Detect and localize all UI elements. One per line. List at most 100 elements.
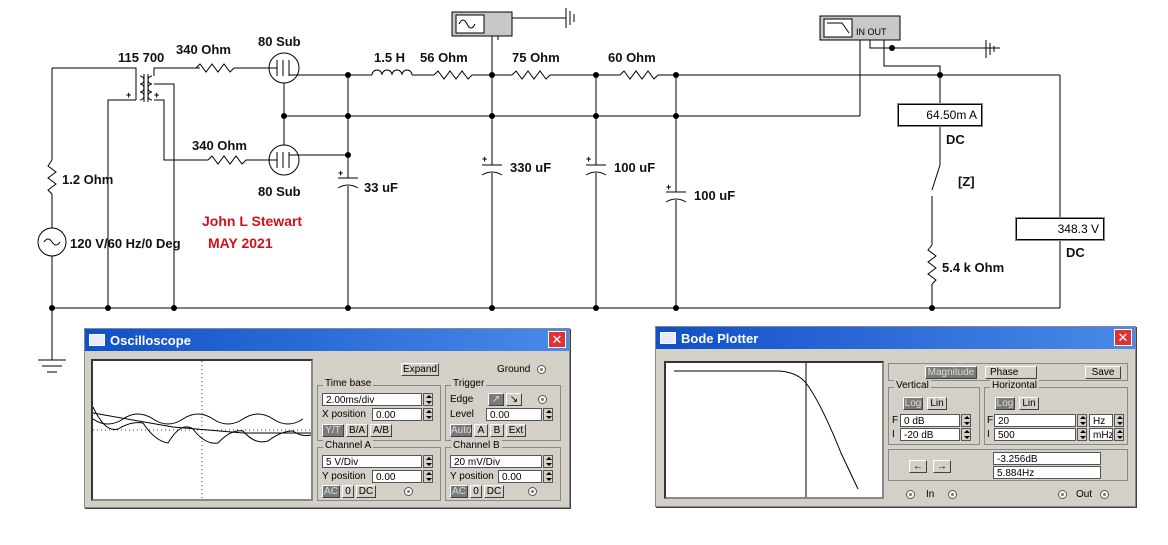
channel-a-label: Channel A [323,440,374,451]
vertical-final-field[interactable]: 0 dB [900,414,960,427]
vertical-group: Vertical Log Lin F 0 dB I -20 dB [888,380,980,445]
trigger-auto-button[interactable]: Auto [450,424,472,437]
timebase-field[interactable]: 2.00ms/div [322,393,422,406]
magnitude-button[interactable]: Magnitude [925,366,977,379]
horizontal-log-button[interactable]: Log [995,397,1015,410]
bode-plotter-window: Bode Plotter ✕ Magnitude Phase Save Vert… [655,326,1136,507]
channel-b-group: Channel B 20 mV/Div Y position 0.00 AC 0… [445,440,561,501]
cap-100a-label: 100 uF [614,160,655,175]
horizontal-initial-unit-spinner[interactable] [1114,428,1124,441]
channel-a-terminal[interactable] [404,487,413,496]
trigger-a-button[interactable]: A [474,424,488,437]
mode-ba-button[interactable]: B/A [346,424,368,437]
channel-b-zero-button[interactable]: 0 [470,485,482,498]
channel-b-scale-field[interactable]: 20 mV/Div [450,455,542,468]
channel-b-scale-spinner[interactable] [543,455,553,468]
horizontal-label: Horizontal [990,380,1040,391]
ammeter-display[interactable]: 64.50m A [898,104,982,126]
trigger-b-button[interactable]: B [490,424,504,437]
horizontal-final-unit-spinner[interactable] [1114,414,1124,427]
channel-b-ypos-spinner[interactable] [543,470,553,483]
timebase-label: Time base [323,378,374,389]
vertical-final-label: F [892,415,899,426]
source-label: 120 V/60 Hz/0 Deg [70,236,181,251]
cursor-left-button[interactable]: ← [909,460,927,473]
horizontal-initial-unit[interactable]: mHz [1089,428,1113,441]
level-field[interactable]: 0.00 [486,408,542,421]
channel-a-ypos-spinner[interactable] [423,470,433,483]
timebase-group: Time base 2.00ms/div X position 0.00 Y/T… [317,378,441,441]
save-button[interactable]: Save [1085,366,1121,379]
trigger-group: Trigger Edge ↗ ↘ Level 0.00 Auto A B Ext [445,378,561,441]
horizontal-final-spinner[interactable] [1077,414,1087,427]
mode-yt-button[interactable]: Y/T [322,424,344,437]
svg-text:+: + [586,154,591,164]
channel-a-scale-field[interactable]: 5 V/Div [322,455,422,468]
edge-rising-button[interactable]: ↗ [488,393,504,406]
vertical-final-spinner[interactable] [961,414,971,427]
readout-hz: 5.884Hz [993,466,1101,479]
horizontal-final-field[interactable]: 20 [994,414,1076,427]
resistor-75-label: 75 Ohm [512,50,560,65]
xpos-spinner[interactable] [423,408,433,421]
readout-group: ← → -3.256dB 5.884Hz [888,449,1128,481]
edge-label: Edge [450,394,474,405]
vertical-initial-spinner[interactable] [961,428,971,441]
tube-bottom-label: 80 Sub [258,184,301,199]
vertical-initial-field[interactable]: -20 dB [900,428,960,441]
voltmeter-display[interactable]: 348.3 V [1016,218,1104,240]
horizontal-final-unit[interactable]: Hz [1089,414,1113,427]
window-icon [89,334,105,346]
in-terminal-minus[interactable] [906,490,915,499]
level-label: Level [450,409,474,420]
scope-screen [91,359,313,501]
channel-a-ac-button[interactable]: AC [322,485,340,498]
window-icon [660,332,676,344]
horizontal-initial-field[interactable]: 500 [994,428,1076,441]
timebase-spinner[interactable] [423,393,433,406]
channel-a-zero-button[interactable]: 0 [342,485,354,498]
cursor-right-button[interactable]: → [933,460,951,473]
trigger-ext-button[interactable]: Ext [506,424,526,437]
ground-terminal[interactable] [537,365,546,374]
out-terminal-minus[interactable] [1058,490,1067,499]
edge-falling-button[interactable]: ↘ [506,393,522,406]
channel-a-dc-button[interactable]: DC [356,485,376,498]
oscilloscope-titlebar[interactable]: Oscilloscope [85,329,569,351]
phase-button[interactable]: Phase [985,366,1037,379]
inductor-label: 1.5 H [374,50,405,65]
horizontal-initial-spinner[interactable] [1077,428,1087,441]
close-icon[interactable]: ✕ [1114,329,1132,346]
svg-text:+: + [126,90,131,100]
mode-ab-button[interactable]: A/B [370,424,392,437]
vertical-initial-label: I [892,429,895,440]
resistor-top-label: 340 Ohm [176,42,231,57]
channel-a-scale-spinner[interactable] [423,455,433,468]
vertical-log-button[interactable]: Log [903,397,923,410]
vertical-lin-button[interactable]: Lin [927,397,947,410]
bode-titlebar[interactable]: Bode Plotter [656,327,1135,349]
trigger-terminal[interactable] [538,395,547,404]
out-terminal-plus[interactable] [1100,490,1109,499]
channel-b-label: Channel B [451,440,502,451]
date-label: MAY 2021 [208,235,273,251]
channel-b-terminal[interactable] [528,487,537,496]
bode-in-out-label: IN OUT [856,27,887,37]
expand-button[interactable]: Expand [401,363,439,376]
in-label: In [926,489,935,500]
channel-b-ac-button[interactable]: AC [450,485,468,498]
out-label: Out [1076,489,1093,500]
horizontal-lin-button[interactable]: Lin [1019,397,1039,410]
readout-db: -3.256dB [993,452,1101,465]
close-icon[interactable]: ✕ [548,331,566,348]
channel-b-ypos-field[interactable]: 0.00 [498,470,542,483]
scope-trace [92,361,312,499]
in-terminal-plus[interactable] [948,490,957,499]
resistor-60-label: 60 Ohm [608,50,656,65]
vertical-label: Vertical [894,380,931,391]
channel-a-ypos-field[interactable]: 0.00 [372,470,422,483]
channel-b-dc-button[interactable]: DC [484,485,504,498]
horizontal-final-label: F [987,415,994,426]
xpos-field[interactable]: 0.00 [372,408,422,421]
level-spinner[interactable] [543,408,553,421]
